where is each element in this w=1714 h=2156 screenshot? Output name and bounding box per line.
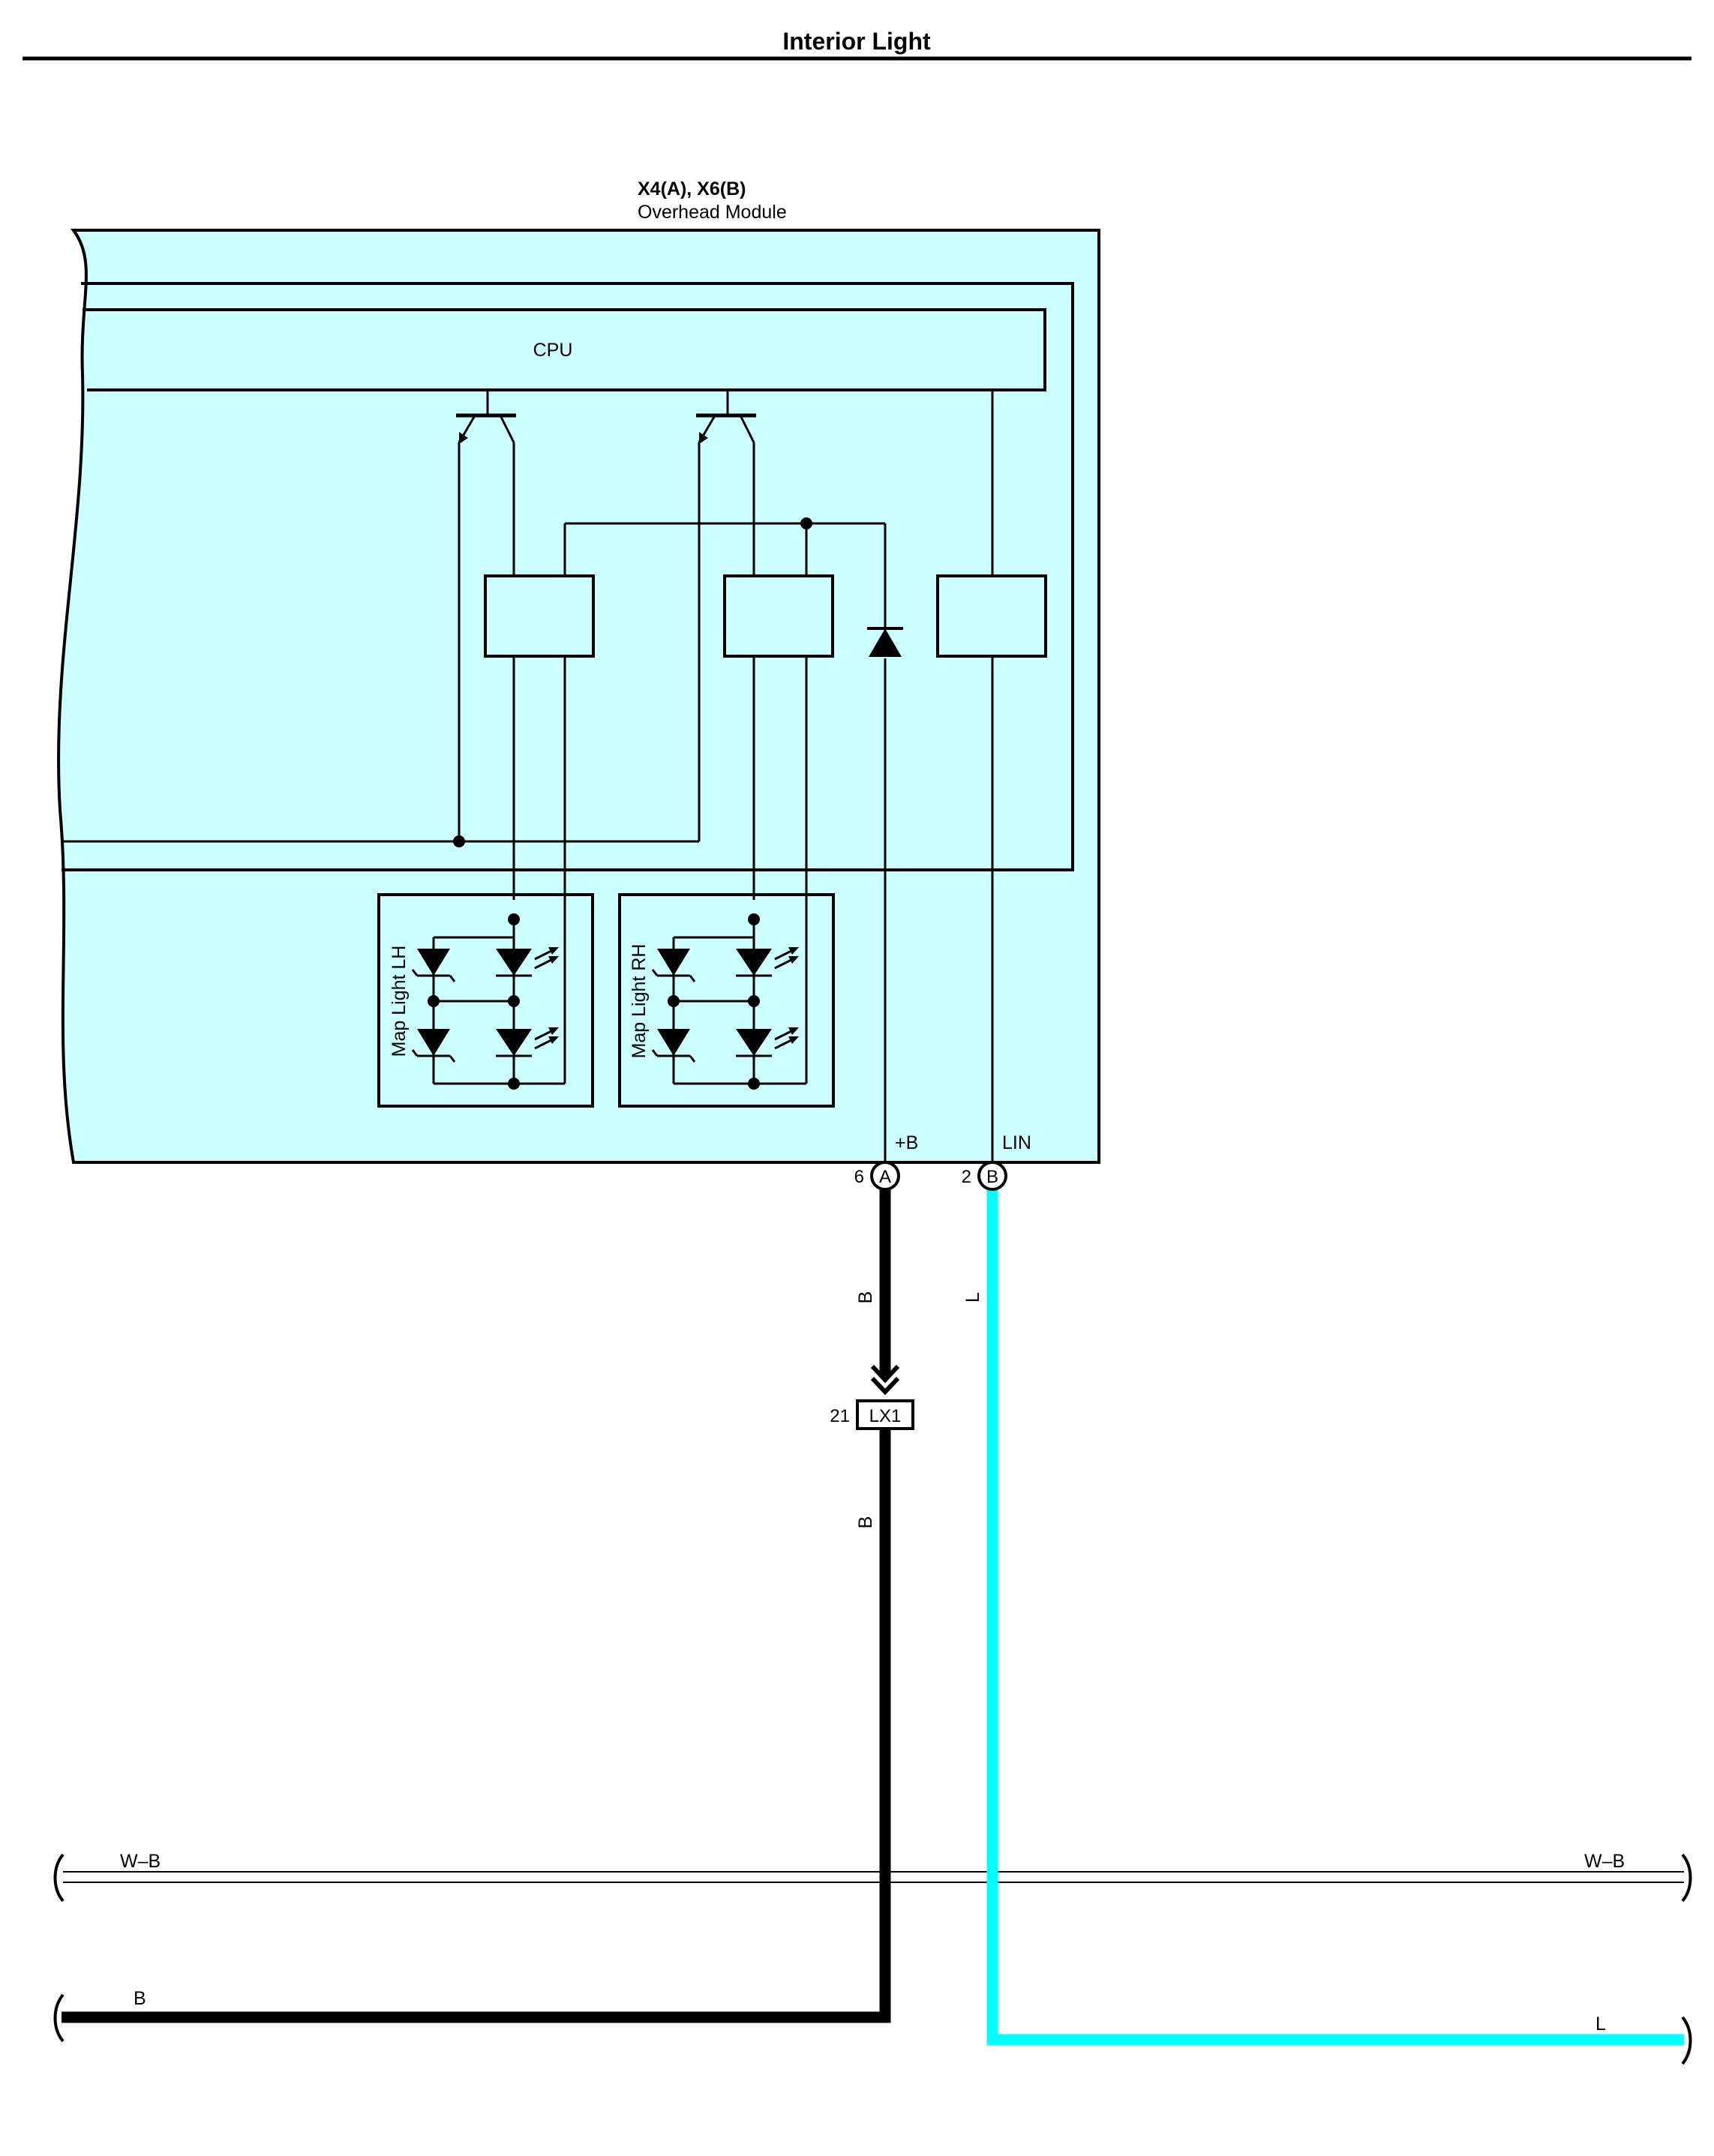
- driver-block-lh: [484, 574, 595, 658]
- pin-a-circle: [870, 1161, 900, 1191]
- junction-lh-bottom: [508, 1078, 520, 1090]
- continuation-bracket-l: [1681, 2016, 1692, 2065]
- terminal-lin-label: LIN: [1002, 1132, 1031, 1153]
- map-light-lh-box: [377, 893, 594, 1108]
- junction-rh-bottom: [748, 1078, 760, 1090]
- junction-rh-top: [748, 913, 760, 925]
- junction-lh-mid-right: [508, 995, 520, 1007]
- transistor-left-arrow: [459, 432, 468, 444]
- junction-bus: [800, 517, 812, 529]
- wire-l: [986, 1189, 1684, 2046]
- continuation-bracket-wb-left: [53, 1853, 65, 1903]
- junction-rh-mid-left: [668, 995, 680, 1007]
- wire-l-code-vertical: L: [962, 1292, 983, 1303]
- continuation-bracket-b: [53, 1993, 65, 2043]
- wire-wb-code-right: W–B: [1584, 1851, 1625, 1872]
- wire-b-code-horizontal: B: [134, 1988, 146, 2009]
- driver-block-rh: [723, 574, 834, 658]
- page-title: Interior Light: [782, 28, 931, 55]
- wire-wb-code-left: W–B: [120, 1851, 161, 1872]
- pin-b-number: 2: [962, 1167, 971, 1187]
- pin-b-circle: [977, 1161, 1007, 1191]
- transistor-left: [456, 390, 516, 841]
- overhead-module-body: [57, 229, 1100, 1164]
- cpu-label: CPU: [533, 340, 573, 361]
- pin-a-letter: A: [879, 1167, 891, 1187]
- junction-left: [453, 835, 465, 847]
- supply-diode: [867, 627, 903, 657]
- wire-b-lower: [62, 1429, 891, 2023]
- module-name: Overhead Module: [638, 202, 787, 223]
- splice-lx1-label: LX1: [869, 1406, 902, 1426]
- splice-lx1-pin: 21: [830, 1406, 850, 1426]
- transistor-right-arrow: [699, 432, 708, 444]
- cpu-block: [83, 308, 1046, 391]
- junction-rh-mid-right: [748, 995, 760, 1007]
- pin-a-number: 6: [854, 1167, 864, 1187]
- terminal-plus-b-label: +B: [895, 1132, 918, 1153]
- junction-lh-mid-left: [428, 995, 440, 1007]
- wire-b-code-upper: B: [855, 1291, 876, 1304]
- control-circuit-box: [62, 282, 1074, 871]
- module-connector-ids: X4(A), X6(B): [638, 178, 746, 199]
- wire-b-code-lower: B: [855, 1516, 876, 1529]
- splice-arrows: [870, 1364, 900, 1396]
- map-light-lh-label: Map Light LH: [389, 946, 410, 1057]
- map-light-rh-box: [618, 893, 835, 1108]
- wire-l-code-horizontal: L: [1595, 2014, 1606, 2035]
- wire-wb: [63, 1871, 1684, 1883]
- junction-lh-top: [508, 913, 520, 925]
- continuation-bracket-wb-right: [1681, 1853, 1692, 1903]
- map-light-rh-label: Map Light RH: [629, 944, 650, 1059]
- pin-b-letter: B: [986, 1167, 998, 1187]
- splice-lx1-box: [856, 1399, 914, 1430]
- lin-interface-block: [936, 574, 1047, 658]
